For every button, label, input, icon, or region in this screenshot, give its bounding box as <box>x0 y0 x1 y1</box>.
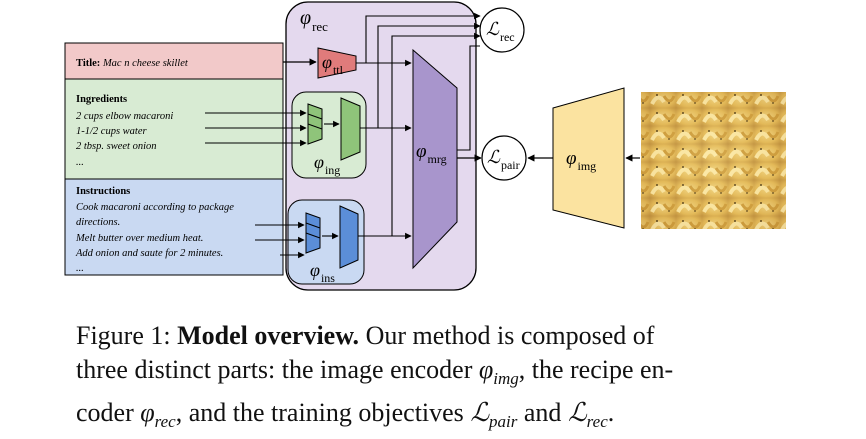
caption-line-3: coder φrec, and the training objectives … <box>76 398 615 432</box>
loss-pair-symbol: ℒpair <box>487 147 520 172</box>
phi-img-symbol: φimg <box>566 148 596 173</box>
phi-ins-symbol: φins <box>310 260 335 285</box>
instruction-line: directions. <box>76 217 120 228</box>
title-encoder-block <box>317 47 357 79</box>
caption-line-1: Figure 1: Model overview. Our method is … <box>76 321 655 350</box>
model-diagram: φrec Title: Mac n cheese skillet Ingredi… <box>64 1 786 291</box>
ingredient-line: ... <box>76 157 84 168</box>
ingredients-heading: Ingredients <box>76 94 127 105</box>
loss-rec-node <box>479 7 525 53</box>
loss-pair-node <box>481 135 527 181</box>
instruction-line: Add onion and saute for 2 minutes. <box>75 248 223 259</box>
title-box-text: Title: Mac n cheese skillet <box>76 58 189 69</box>
phi-rec-symbol: φrec <box>300 7 328 34</box>
phi-ttl-symbol: φttl <box>322 52 344 77</box>
instruction-line: ... <box>76 263 84 274</box>
caption-line-2: three distinct parts: the image encoder … <box>76 355 674 389</box>
instructions-box <box>64 178 284 276</box>
phi-mrg-symbol: φmrg <box>416 141 447 166</box>
ingredient-line: 2 tbsp. sweet onion <box>76 141 157 152</box>
instructions-heading: Instructions <box>76 186 130 197</box>
loss-rec-symbol: ℒrec <box>486 19 515 44</box>
title-box <box>64 42 284 80</box>
figure-caption: Figure 1: Model overview. Our method is … <box>76 319 816 439</box>
phi-ing-symbol: φing <box>314 152 340 177</box>
instruction-line: Cook macaroni according to package <box>76 202 234 213</box>
ingredient-line: 1-1/2 cups water <box>76 126 147 137</box>
merge-encoder-block <box>412 48 458 270</box>
image-encoder-block <box>552 87 625 229</box>
ingredient-line: 2 cups elbow macaroni <box>76 111 173 122</box>
instruction-line: Melt butter over medium heat. <box>75 233 203 244</box>
